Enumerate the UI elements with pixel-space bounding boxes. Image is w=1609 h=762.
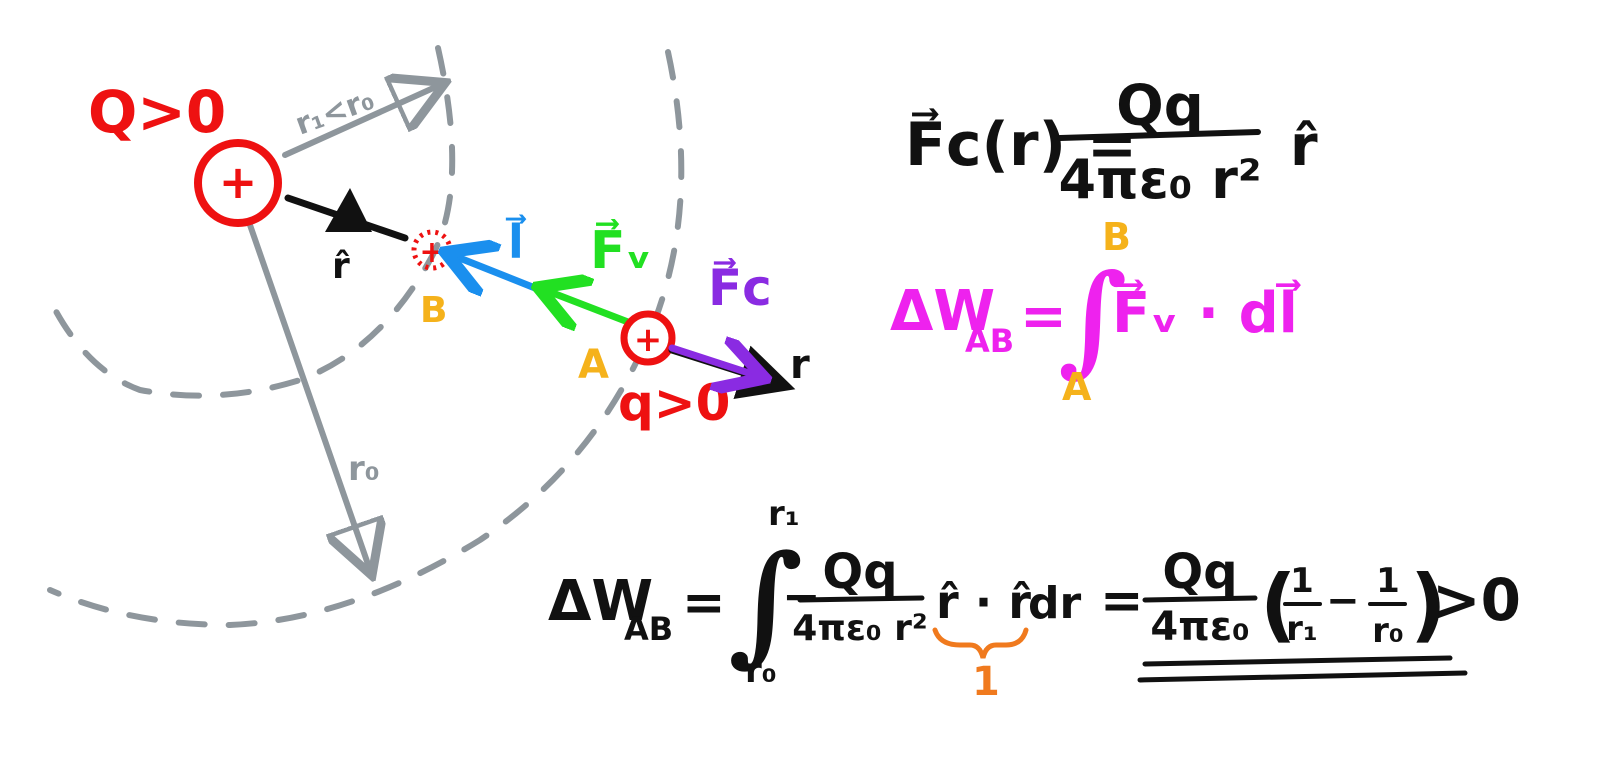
frac1-bar bbox=[797, 595, 925, 603]
vector-l-arrow bbox=[452, 255, 544, 290]
frac1-denominator: 4πε₀ r² bbox=[792, 608, 927, 649]
inv2-denominator: r₀ bbox=[1372, 611, 1404, 651]
dashed-circle-r1 bbox=[47, 45, 456, 399]
work-calc-lower: r₀ bbox=[745, 651, 777, 691]
work-def-upper: B bbox=[1102, 215, 1131, 259]
dot-product: r̂ · r̂ bbox=[936, 575, 1031, 629]
test-charge: + bbox=[620, 310, 676, 366]
radius-r1-arrow bbox=[282, 85, 440, 158]
underbrace bbox=[932, 627, 1029, 659]
test-charge-sign: + bbox=[634, 320, 663, 360]
radius-r0-arrow bbox=[247, 222, 370, 570]
coulomb-unit: r̂ bbox=[1290, 114, 1318, 179]
vector-fv-arrow bbox=[545, 290, 632, 322]
radius-r0-label: r₀ bbox=[348, 449, 380, 489]
frac1-numerator: Qq bbox=[822, 544, 897, 600]
dashed-circle-r0 bbox=[47, 49, 685, 629]
vector-fc-label: F⃗c bbox=[708, 258, 772, 317]
source-charge: + bbox=[194, 139, 282, 227]
work-def-sub: AB bbox=[965, 322, 1014, 360]
vector-fv-label: F⃗ᵥ bbox=[590, 219, 652, 281]
work-def-integral: ∫ bbox=[1058, 248, 1128, 389]
work-def-lower: A bbox=[1062, 365, 1092, 409]
result-positive: >0 bbox=[1432, 566, 1521, 634]
equipotential-circles bbox=[47, 45, 685, 629]
point-a-label: A bbox=[578, 342, 609, 388]
ghost-charge-b: + bbox=[411, 229, 453, 271]
work-calc-lhs: ΔW bbox=[548, 569, 653, 634]
r-axis-label: r bbox=[790, 342, 810, 388]
differential-dr: dr bbox=[1028, 578, 1081, 629]
work-calc-upper: r₁ bbox=[768, 494, 800, 534]
source-charge-sign: + bbox=[219, 155, 258, 209]
work-calc-minus: − bbox=[782, 569, 821, 623]
inv1-numerator: 1 bbox=[1290, 561, 1314, 601]
work-calc-integral: ∫ bbox=[728, 526, 803, 679]
work-def-integrand: F⃗ᵥ · dl⃗ bbox=[1112, 279, 1301, 346]
test-charge-circle bbox=[620, 310, 676, 366]
test-charge-label: q>0 bbox=[618, 374, 730, 432]
inner-minus: − bbox=[1326, 578, 1360, 624]
frac2-denominator: 4πε₀ bbox=[1150, 604, 1249, 650]
r-hat-arrowhead bbox=[325, 188, 372, 232]
paren-close: ) bbox=[1410, 558, 1447, 651]
radius-arrows bbox=[247, 85, 440, 570]
work-def-eq: = bbox=[1020, 284, 1067, 349]
work-definition: ΔW AB = ∫ B A F⃗ᵥ · dl⃗ bbox=[890, 215, 1301, 409]
frac2-numerator: Qq bbox=[1162, 544, 1237, 600]
coulomb-denominator: 4πε₀ r² bbox=[1058, 148, 1261, 211]
work-calculation: ΔW AB = ∫ r₁ r₀ − Qq 4πε₀ r² r̂ · r̂ dr … bbox=[548, 494, 1521, 705]
coulomb-numerator: Qq bbox=[1116, 74, 1204, 139]
coulomb-formula: F⃗c(r) = Qq 4πε₀ r² r̂ bbox=[905, 74, 1318, 211]
point-b-label: B bbox=[420, 290, 447, 331]
work-calc-sub: AB bbox=[624, 610, 673, 648]
result-underline-1 bbox=[1142, 655, 1453, 667]
inv2-numerator: 1 bbox=[1376, 561, 1400, 601]
r-hat-label: r̂ bbox=[332, 246, 350, 287]
source-charge-label: Q>0 bbox=[88, 78, 226, 146]
work-def-lhs: ΔW bbox=[890, 279, 995, 344]
underbrace-value: 1 bbox=[972, 659, 1000, 705]
coulomb-fraction-bar bbox=[1057, 129, 1261, 141]
ghost-charge-sign: + bbox=[419, 235, 444, 270]
coulomb-lhs: F⃗c(r) = bbox=[905, 108, 1137, 180]
work-calc-eq2: = bbox=[1100, 571, 1144, 631]
source-charge-circle bbox=[194, 139, 282, 227]
result-underline-2 bbox=[1137, 670, 1468, 683]
work-calc-eq: = bbox=[682, 573, 726, 633]
inv1-denominator: r₁ bbox=[1286, 609, 1318, 649]
vector-l-label: l⃗ bbox=[505, 214, 526, 269]
frac2-bar bbox=[1142, 595, 1258, 603]
vector-fc-arrow bbox=[668, 348, 758, 376]
